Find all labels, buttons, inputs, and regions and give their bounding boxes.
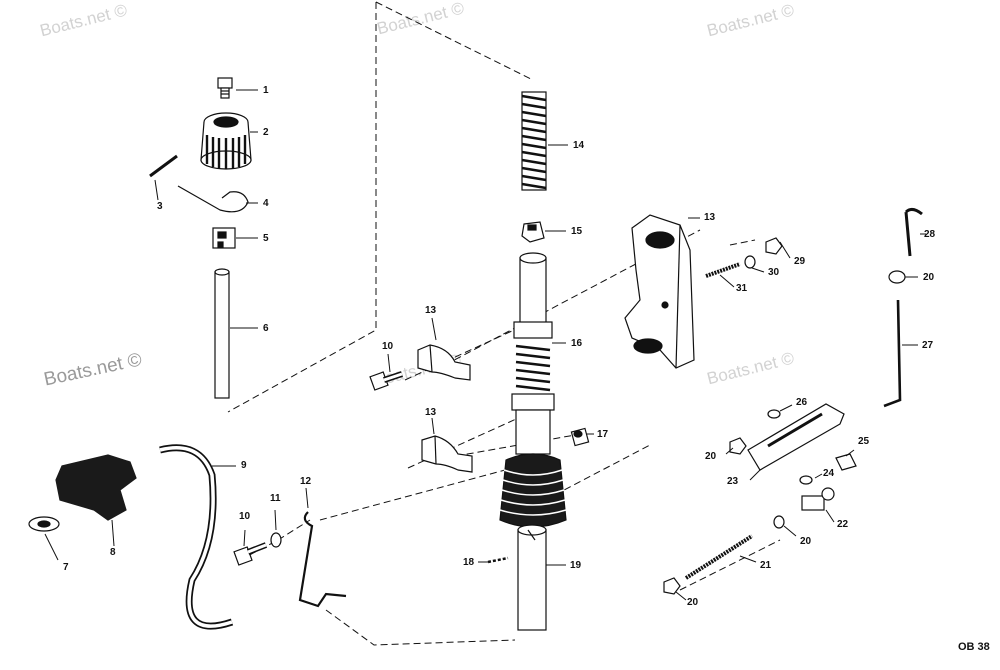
part-30-washer: [744, 255, 756, 269]
callout-12: 12: [300, 476, 312, 487]
callout-18: 18: [463, 557, 475, 568]
leader-lines: [44, 89, 926, 601]
part-20-nut: [729, 437, 747, 455]
callout-10-lower: 10: [239, 511, 251, 522]
callout-27: 27: [922, 340, 934, 351]
part-23-arm: [747, 403, 845, 471]
part-10-screw-upper: [369, 371, 403, 391]
callout-22: 22: [837, 519, 849, 530]
callout-21: 21: [760, 560, 772, 571]
callout-19: 19: [570, 560, 582, 571]
callout-3: 3: [157, 201, 163, 212]
bellows-boot: [499, 453, 567, 528]
part-6-shaft: [214, 268, 230, 399]
callout-10-upper: 10: [382, 341, 394, 352]
callout-16: 16: [571, 338, 583, 349]
part-22-connector: [801, 487, 835, 511]
callout-31: 31: [736, 283, 748, 294]
part-7-washer: [28, 516, 60, 532]
callout-11: 11: [270, 493, 281, 504]
callout-24: 24: [823, 468, 835, 479]
callout-7: 7: [63, 562, 69, 573]
callout-23: 23: [727, 476, 739, 487]
callout-1: 1: [263, 85, 269, 96]
part-4-clip: [177, 185, 249, 213]
part-17-nut: [570, 427, 590, 447]
part-5-coupler: [212, 227, 236, 249]
callout-20-top: 20: [923, 272, 935, 283]
callout-20-lower: 20: [687, 597, 699, 608]
part-16-tube-assembly: [511, 252, 555, 455]
callout-15: 15: [571, 226, 583, 237]
callout-29: 29: [794, 256, 806, 267]
part-13-bracket: [624, 214, 695, 369]
part-31-stud: [705, 262, 741, 278]
part-27-rod: [883, 299, 902, 408]
part-13-clamp-upper: [417, 344, 471, 381]
part-29-nut: [765, 237, 783, 255]
part-14-spring: [521, 91, 547, 191]
callout-2: 2: [263, 127, 269, 138]
callout-6: 6: [263, 323, 269, 334]
part-24-washer: [799, 475, 813, 485]
callout-13-bracket: 13: [704, 212, 716, 223]
callout-13-upper-clamp: 13: [425, 305, 437, 316]
callout-4: 4: [263, 198, 269, 209]
part-11-washer: [270, 532, 282, 548]
part-15-nut: [521, 221, 545, 243]
callout-30: 30: [768, 267, 780, 278]
callout-13-lower-clamp: 13: [425, 407, 437, 418]
callout-8: 8: [110, 547, 116, 558]
part-1-screw: [217, 77, 233, 99]
callout-20-mid: 20: [800, 536, 812, 547]
part-8-knob: [55, 454, 137, 521]
part-9-hose: [159, 444, 234, 630]
assembly-dash-lines: [227, 1, 781, 646]
callout-25: 25: [858, 436, 870, 447]
callout-14: 14: [573, 140, 585, 151]
callout-17: 17: [597, 429, 609, 440]
part-13-clamp-lower: [421, 435, 473, 473]
part-3-pin: [149, 154, 178, 178]
part-26-washer: [767, 409, 781, 419]
callout-9: 9: [241, 460, 247, 471]
part-2-gear: [200, 112, 252, 170]
part-25-bolt: [835, 453, 857, 471]
callout-26: 26: [796, 397, 808, 408]
part-20-washer: [888, 270, 906, 284]
part-19-lower-tube: [517, 524, 547, 631]
part-12-link-rod: [298, 511, 347, 608]
part-18-pin: [487, 556, 509, 564]
part-10-screw-lower: [233, 542, 268, 566]
callout-28: 28: [924, 229, 936, 240]
part-28-bent-rod: [904, 207, 923, 257]
part-21-threaded-rod: [684, 534, 754, 580]
callout-20-nut: 20: [705, 451, 717, 462]
callout-5: 5: [263, 233, 269, 244]
diagram-code: OB 38: [958, 641, 990, 653]
part-20-washer-mid: [773, 515, 785, 529]
part-20-nut-lower: [663, 577, 681, 595]
